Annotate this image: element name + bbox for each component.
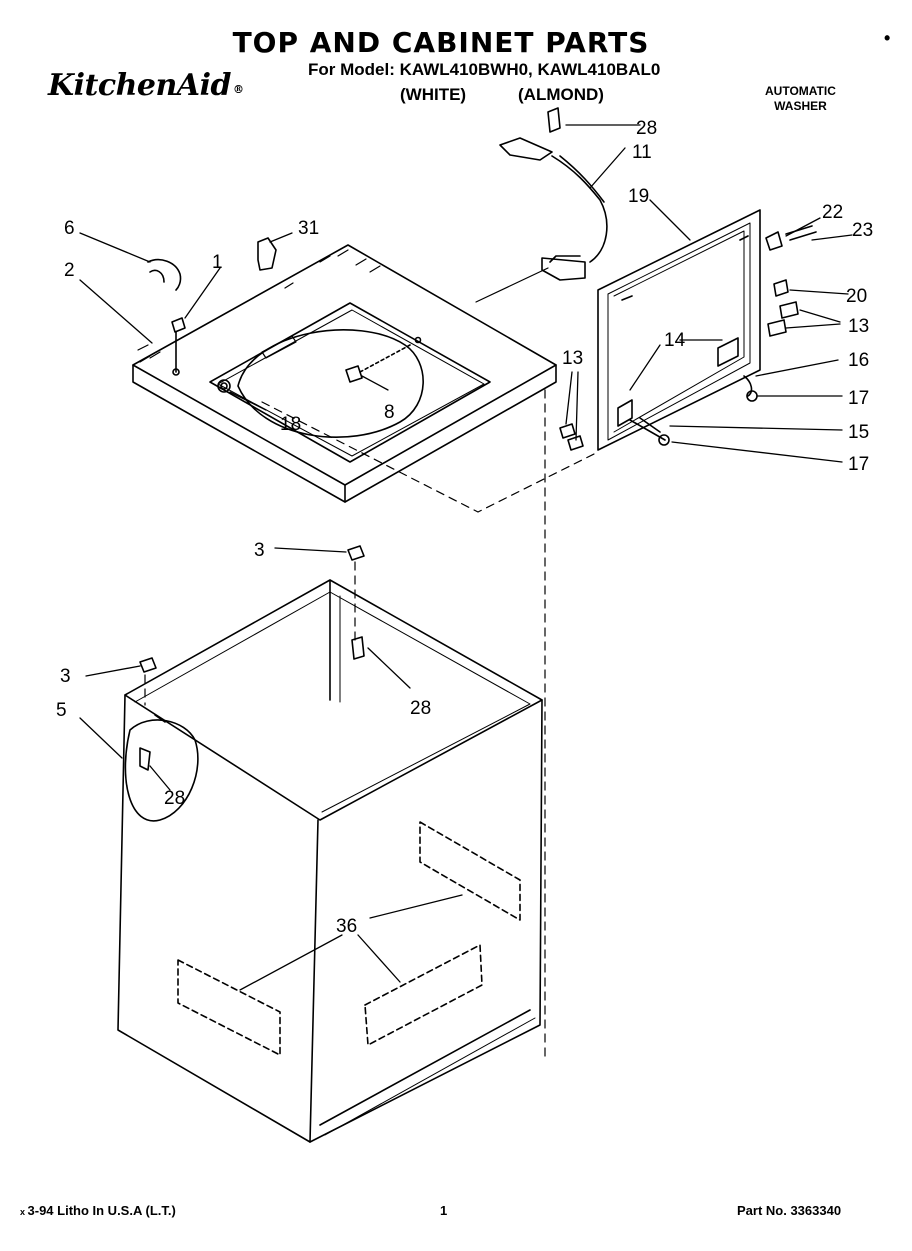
washer-top-panel: [132, 244, 557, 503]
hose-connector-part-11: [499, 137, 608, 281]
callout-18: 18: [280, 414, 301, 435]
callout-22: 22: [822, 202, 843, 223]
callout-23: 23: [852, 220, 873, 241]
callout-labels: 1 2 3 3 5 6 8 11 13 13 14 15 16 17 17 18…: [56, 118, 873, 937]
callout-13-left: 13: [562, 348, 583, 369]
model-numbers: For Model: KAWL410BWH0, KAWL410BAL0: [308, 60, 661, 79]
footer-part-number: Part No. 3363340: [737, 1203, 842, 1218]
color-label-white: (WHITE): [400, 85, 467, 104]
callout-36: 36: [336, 916, 357, 937]
screw-part-8: [345, 344, 411, 383]
footer-mark-icon: x: [20, 1207, 28, 1217]
callout-11: 11: [632, 142, 652, 163]
corner-mark: •: [884, 28, 891, 48]
product-line-1: AUTOMATIC: [765, 84, 836, 98]
callout-19: 19: [628, 186, 649, 207]
callout-31: 31: [298, 218, 319, 239]
callout-17-lower: 17: [848, 454, 869, 475]
knob-part-18: [217, 379, 231, 393]
callout-2: 2: [64, 260, 75, 281]
callout-28-inset: 28: [164, 788, 185, 809]
console-panel-part-19: [597, 209, 761, 451]
washer-cabinet: [117, 579, 543, 1143]
clip-part-3: [139, 545, 365, 673]
color-label-almond: (ALMOND): [518, 85, 604, 104]
callout-20: 20: [846, 286, 867, 307]
console-hardware: [559, 225, 817, 451]
callout-3-left: 3: [60, 666, 71, 687]
callout-1: 1: [212, 252, 223, 273]
screw-part-28: [351, 107, 561, 660]
callout-16: 16: [848, 350, 869, 371]
footer-page-number: 1: [440, 1203, 448, 1218]
callout-5: 5: [56, 700, 67, 721]
callout-6: 6: [64, 218, 75, 239]
callout-14: 14: [664, 330, 686, 351]
callout-3-top: 3: [254, 540, 265, 561]
registered-mark-icon: ®: [232, 83, 244, 96]
leader-lines: [79, 124, 853, 991]
callout-17-upper: 17: [848, 388, 869, 409]
callout-13-right: 13: [848, 316, 869, 337]
callout-28-cabinet: 28: [410, 698, 431, 719]
footer-litho: x 3-94 Litho In U.S.A (L.T.): [20, 1203, 176, 1218]
panel-link-lines: [475, 267, 549, 303]
product-line-2: WASHER: [774, 99, 827, 113]
page-title: TOP AND CABINET PARTS: [232, 26, 650, 59]
callout-8: 8: [384, 402, 395, 423]
brand-name: KitchenAid: [48, 68, 231, 103]
callout-15: 15: [848, 422, 869, 443]
callout-28-top: 28: [636, 118, 657, 139]
footer-litho-text: 3-94 Litho In U.S.A (L.T.): [27, 1203, 176, 1218]
alignment-lines: [144, 389, 599, 1061]
small-clips: [147, 237, 277, 373]
brand-logo: KitchenAid®: [48, 68, 244, 103]
product-type: AUTOMATIC WASHER: [765, 84, 836, 114]
